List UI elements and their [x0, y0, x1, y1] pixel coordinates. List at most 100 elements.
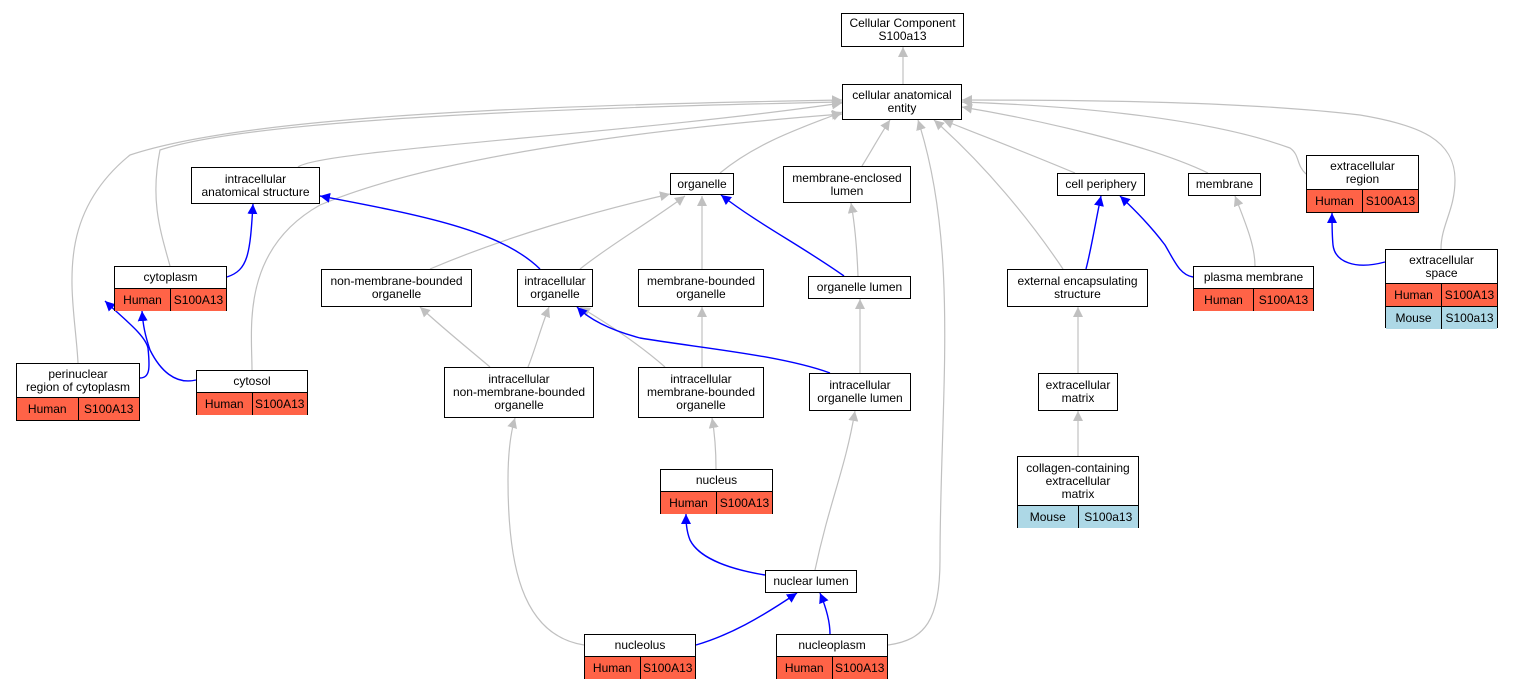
gene-label: S100A13: [77, 398, 139, 420]
edge-is-a-nucleoplasm-to-cae: [887, 119, 946, 646]
edge-part-of-iol-to-io: [576, 306, 831, 374]
edge-is-a-extspace-to-cae: [961, 95, 1456, 250]
node-non-membrane-bounded-organelle[interactable]: non-membrane-bounded organelle: [321, 269, 472, 307]
edge-is-a-nuclumen-to-iol: [814, 410, 859, 571]
edge-is-a-cytosol-to-cae: [250, 109, 843, 371]
gene-label: S100A13: [831, 657, 887, 679]
node-intracellular-organelle[interactable]: intracellular organelle: [517, 269, 593, 307]
node-extracellular-matrix[interactable]: extracellular matrix: [1038, 373, 1118, 411]
node-label: cytoplasm: [143, 270, 198, 284]
edge-part-of-nuclumen-to-nucleus: [681, 513, 766, 576]
edge-is-a-extreg-to-cae: [961, 97, 1307, 175]
gene-label: S100A13: [639, 657, 695, 679]
gene-label: S100A13: [1253, 289, 1313, 311]
species-label: Human: [17, 398, 78, 420]
edge-is-a-cytoplasm-to-cae: [155, 97, 843, 267]
node-label: cell periphery: [1065, 177, 1137, 191]
node-intracellular-membrane-bounded-organelle[interactable]: intracellular membrane-bounded organelle: [638, 367, 764, 418]
node-intracellular-anatomical-structure[interactable]: intracellular anatomical structure: [191, 167, 320, 204]
node-label: intracellular membrane-bounded organelle: [646, 372, 756, 412]
node-cell-periphery[interactable]: cell periphery: [1057, 173, 1145, 196]
gene-label: S100a13: [1441, 307, 1497, 329]
node-organelle-lumen[interactable]: organelle lumen: [808, 276, 911, 299]
edge-part-of-perinuc-to-cytoplasm: [104, 300, 150, 379]
node-intracellular-organelle-lumen[interactable]: intracellular organelle lumen: [809, 373, 911, 411]
node-label: membrane-bounded organelle: [646, 274, 756, 301]
node-label: plasma membrane: [1203, 270, 1304, 284]
edge-is-a-ees-to-cae: [933, 119, 1064, 270]
edge-part-of-nucleoplasm-to-nuclumen: [819, 592, 831, 635]
node-organelle[interactable]: organelle: [670, 173, 734, 195]
species-label: Mouse: [1386, 307, 1441, 329]
node-label: nucleus: [695, 473, 738, 487]
node-membrane-bounded-organelle[interactable]: membrane-bounded organelle: [638, 269, 764, 307]
node-label: intracellular non-membrane-bounded organ…: [452, 372, 586, 412]
species-label: Human: [777, 657, 832, 679]
edge-is-a-olumen-to-mel: [847, 202, 859, 277]
edge-is-a-perinuc-to-cae: [71, 95, 843, 364]
species-label: Human: [585, 657, 640, 679]
species-label: Human: [1194, 289, 1253, 311]
edge-is-a-nmbo-to-organelle: [429, 191, 671, 270]
node-label: cytosol: [233, 374, 271, 388]
edge-is-a-pm-to-membrane: [1233, 195, 1256, 267]
edge-part-of-cytoplasm-to-ias: [226, 203, 258, 278]
node-external-encapsulating-structure[interactable]: external encapsulating structure: [1007, 269, 1148, 307]
node-collagen-containing-extracellular-matrix[interactable]: collagen-containing extracellular matrix…: [1017, 456, 1139, 528]
species-label: Human: [115, 289, 170, 311]
gene-label: S100a13: [1077, 506, 1138, 528]
node-label: nucleoplasm: [798, 638, 866, 652]
node-label: intracellular anatomical structure: [201, 171, 310, 199]
gene-label: S100A13: [716, 492, 772, 514]
edge-is-a-membrane-to-cae: [961, 103, 1209, 174]
edge-part-of-ees-to-cellper: [1085, 195, 1104, 270]
species-label: Human: [1386, 284, 1441, 306]
edge-is-a-organelle-to-cae: [719, 111, 843, 174]
edge-is-a-cellper-to-cae: [942, 119, 1076, 174]
node-label: membrane: [1195, 177, 1254, 191]
edge-is-a-inmbo-to-io: [527, 306, 551, 368]
node-cellular-anatomical-entity[interactable]: cellular anatomical entity: [842, 84, 962, 120]
edge-is-a-imbo-to-io: [579, 306, 666, 368]
node-membrane[interactable]: membrane: [1188, 173, 1261, 196]
node-nuclear-lumen[interactable]: nuclear lumen: [765, 570, 857, 593]
node-label: extracellular space: [1409, 252, 1474, 280]
edge-part-of-cytosol-to-cytoplasm: [137, 310, 197, 382]
node-label: organelle: [677, 176, 727, 191]
node-label: external encapsulating structure: [1017, 274, 1138, 301]
species-label: Mouse: [1018, 506, 1078, 528]
node-label: nucleolus: [614, 638, 666, 652]
edge-part-of-extspace-to-extreg: [1327, 212, 1386, 266]
edge-is-a-inmbo-to-nmbo: [419, 306, 491, 368]
edge-part-of-pm-to-cellper: [1119, 195, 1194, 278]
node-label: cellular anatomical entity: [852, 88, 952, 115]
edge-is-a-io-to-organelle: [579, 195, 686, 270]
gene-label: S100A13: [1362, 190, 1418, 212]
node-intracellular-non-membrane-bounded-organelle[interactable]: intracellular non-membrane-bounded organ…: [444, 367, 594, 418]
node-cellular-component[interactable]: Cellular Component S100a13: [841, 13, 964, 47]
node-membrane-enclosed-lumen[interactable]: membrane-enclosed lumen: [783, 166, 911, 203]
node-label: extracellular matrix: [1045, 378, 1111, 405]
species-label: Human: [197, 393, 252, 415]
node-label: nuclear lumen: [773, 574, 849, 588]
edge-part-of-io-to-ias: [319, 192, 541, 270]
